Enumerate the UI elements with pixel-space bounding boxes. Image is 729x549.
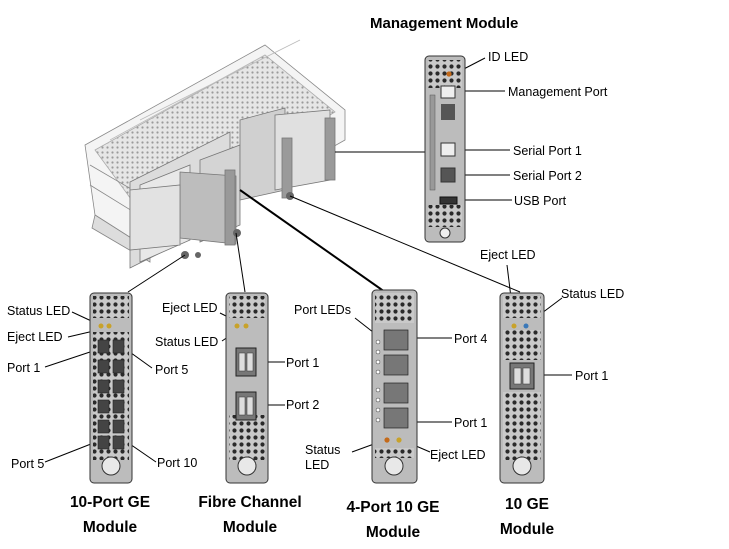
management-module-title: Management Module [370, 15, 519, 32]
ge10-status-led-label: Status LED [561, 287, 625, 301]
fibre-port-2-label: Port 2 [286, 398, 320, 412]
usb-port-label: USB Port [514, 194, 567, 208]
serial-port-2-label: Serial Port 2 [513, 169, 582, 183]
ge10-eject-led-label: Eject LED [480, 248, 536, 262]
four-port-10ge-module-panel [371, 289, 418, 484]
ge10-port-1-label: Port 1 [575, 369, 609, 383]
ge10-4port-eject-led-label: Eject LED [430, 448, 486, 462]
ge10-4port-port-4-label: Port 4 [454, 332, 488, 346]
ge10-4port-status-led-label: Status LED [305, 443, 341, 472]
ge10port-port-1-label: Port 1 [7, 361, 41, 375]
management-module-panel [424, 55, 466, 243]
management-port-label: Management Port [508, 85, 608, 99]
chassis-module-handles [181, 192, 294, 259]
ge10-4port-caption-line2: Module [365, 524, 421, 541]
fibre-status-led-label: Status LED [155, 335, 219, 349]
ge10-4port-port-1-label: Port 1 [454, 416, 488, 430]
ge10-4port-port-leds-label: Port LEDs [294, 303, 351, 317]
ge10-caption: 10 GE Module [477, 492, 577, 542]
ge10port-port-5-right-label: Port 5 [155, 363, 189, 377]
ten-ge-module-panel [499, 292, 545, 484]
ten-port-ge-module-panel [89, 292, 133, 484]
serial-port-1-label: Serial Port 1 [513, 144, 582, 158]
ge10-4port-caption-line1: 4-Port 10 GE [346, 499, 440, 516]
ge10port-port-5-left-label: Port 5 [11, 457, 45, 471]
ge10port-port-10-label: Port 10 [157, 456, 198, 470]
fibre-caption: Fibre Channel Module [186, 490, 314, 540]
fibre-caption-line2: Module [222, 519, 278, 536]
ge10-caption-line1: 10 GE [505, 496, 549, 513]
ge10-caption-line2: Module [499, 521, 555, 538]
id-led-icon [446, 71, 452, 77]
id-led-label: ID LED [488, 50, 529, 64]
fibre-eject-led-label: Eject LED [162, 301, 218, 315]
chassis-modules [129, 107, 336, 269]
ge10port-caption-line2: Module [82, 519, 138, 536]
ge10-4port-caption: 4-Port 10 GE Module [333, 495, 453, 545]
fibre-channel-module-panel [225, 292, 269, 484]
ge10port-caption-line1: 10-Port GE [69, 494, 151, 511]
fibre-caption-line1: Fibre Channel [198, 494, 302, 511]
ge10port-status-led-label: Status LED [7, 304, 71, 318]
ge10port-caption: 10-Port GE Module [50, 490, 170, 540]
ge10port-eject-led-label: Eject LED [7, 330, 63, 344]
fibre-port-1-label: Port 1 [286, 356, 320, 370]
